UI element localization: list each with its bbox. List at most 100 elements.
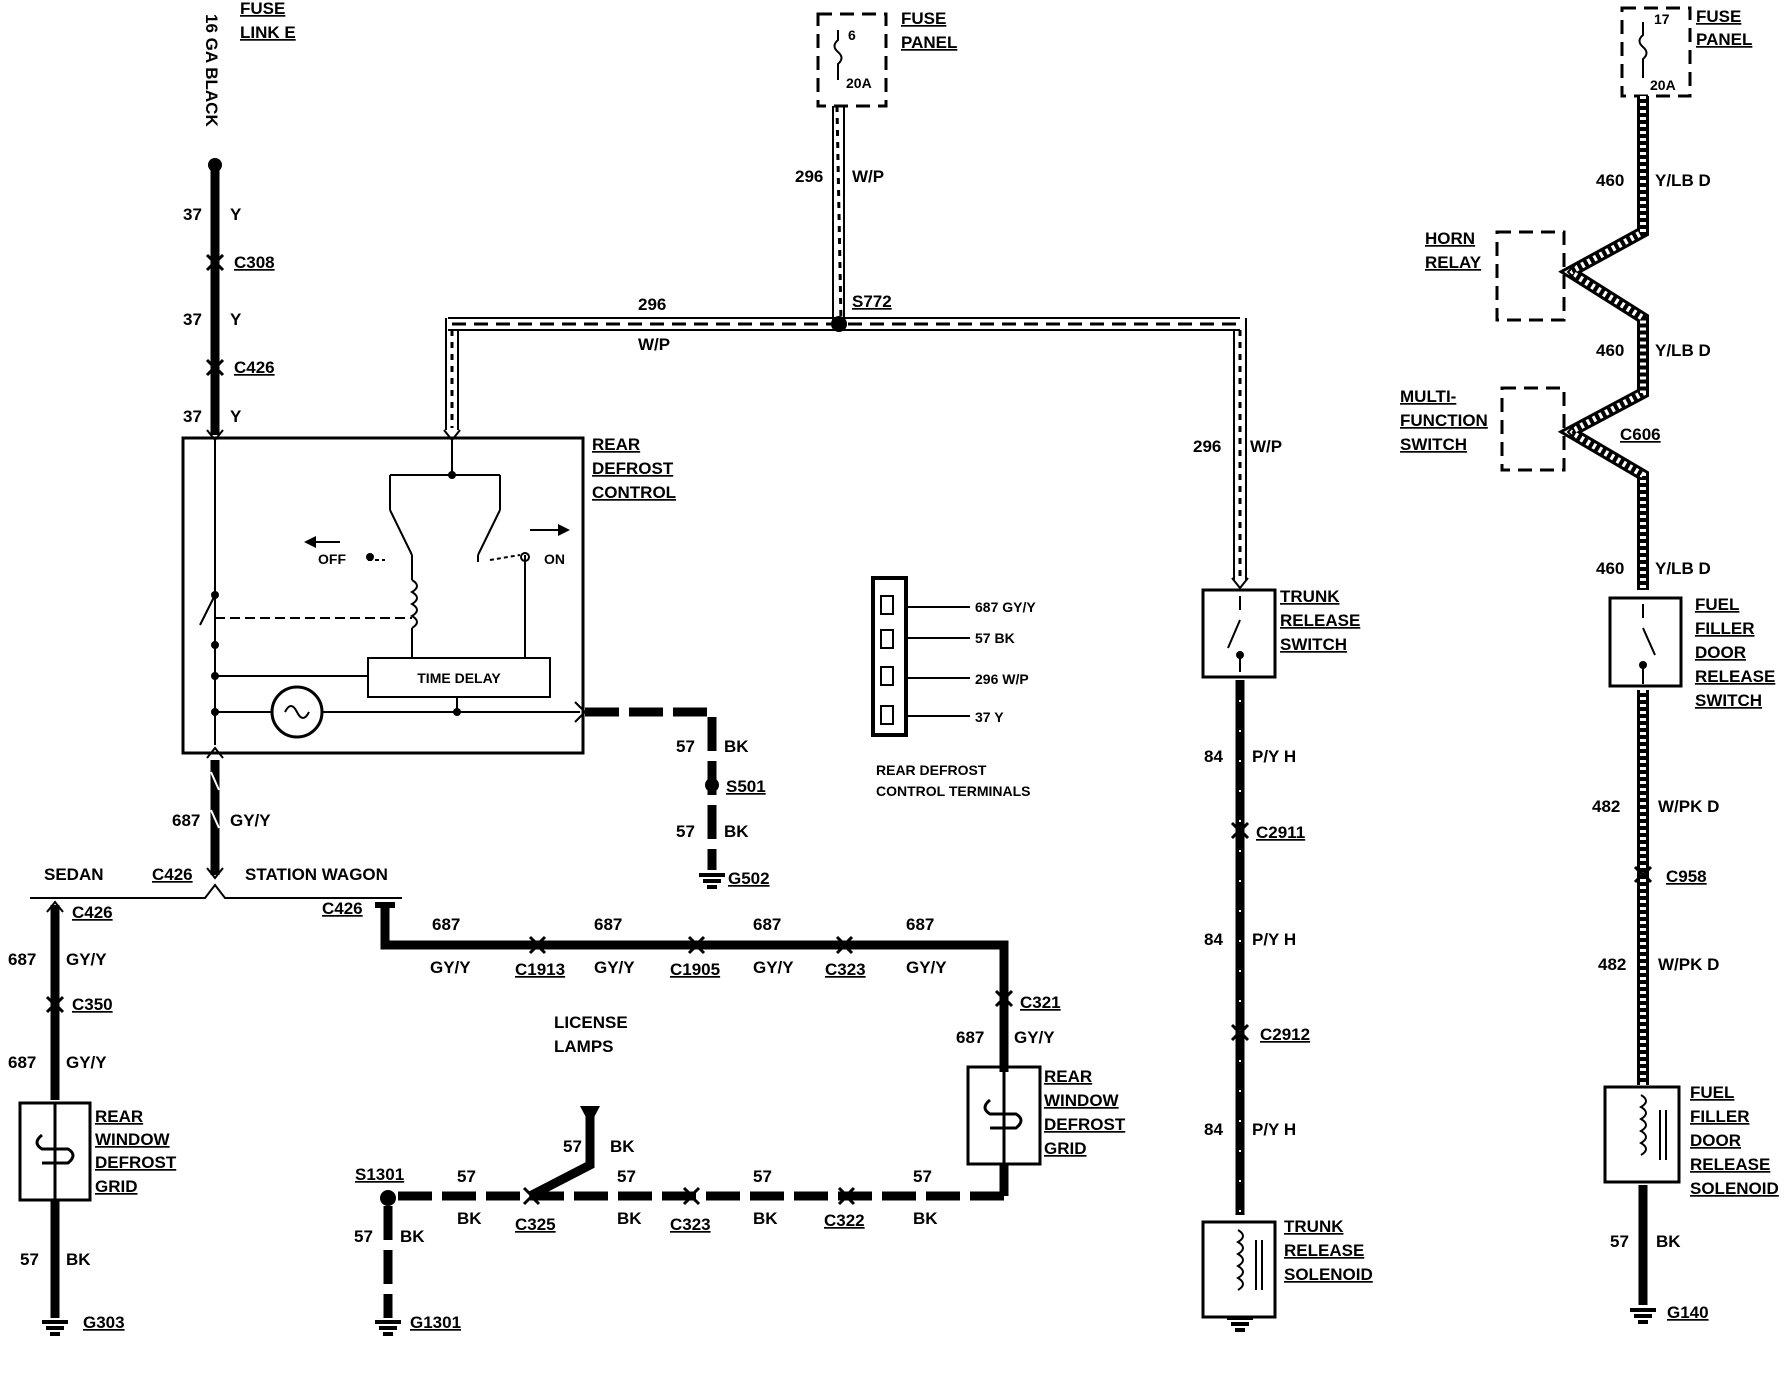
wagon-color-gyy-2: GY/Y xyxy=(594,958,635,977)
wagon-wire-57-ground: 57 xyxy=(354,1227,373,1246)
connector-c321-label: C321 xyxy=(1020,993,1061,1012)
wagon-wire-687-5: 687 xyxy=(956,1028,984,1047)
sedan-branch: C426 687 GY/Y C350 687 GY/Y REAR WINDOW … xyxy=(8,900,177,1336)
terminal-row-4: 37 Y xyxy=(975,709,1004,725)
trunk-switch-label-2: RELEASE xyxy=(1280,611,1360,630)
wagon-c426-label: C426 xyxy=(322,899,363,918)
fuel-wire-482-number-2: 482 xyxy=(1598,955,1626,974)
splice-s1301-dot xyxy=(380,1190,396,1206)
fuse-panel-6-label-2: PANEL xyxy=(901,33,957,52)
fuel-door-switch-box xyxy=(1608,596,1683,688)
circuit-296: 296 W/P S772 296 W/P 296 W/P xyxy=(445,105,1282,580)
fuel-switch-label-2: FILLER xyxy=(1695,619,1755,638)
flasher-icon xyxy=(270,685,324,739)
wire-57-number-g502-2: 57 xyxy=(676,822,695,841)
ground-g502-circuit: 57 BK S501 57 BK G502 xyxy=(585,707,770,889)
wire-687-number-main: 687 xyxy=(172,811,200,830)
multifunction-switch-box xyxy=(1500,386,1566,472)
connector-c426-split-label: C426 xyxy=(152,865,193,884)
trunk-switch-label-3: SWITCH xyxy=(1280,635,1347,654)
wagon-wire-687-3: 687 xyxy=(753,915,781,934)
fuel-solenoid-label-1: FUEL xyxy=(1690,1083,1734,1102)
harness-687: 687 GY/Y SEDAN C426 STATION WAGON xyxy=(30,760,402,899)
wagon-color-bk-lamp: BK xyxy=(610,1137,635,1156)
license-lamp-ground-icon xyxy=(580,1106,600,1125)
wagon-color-bk-3: BK xyxy=(753,1209,778,1228)
sedan-wire-687-color-2: GY/Y xyxy=(66,1053,107,1072)
rear-defrost-control-label-1: REAR xyxy=(592,435,640,454)
wagon-wire-687-2: 687 xyxy=(594,915,622,934)
wire-37-number-3: 37 xyxy=(183,407,202,426)
wire-57-color-g502-2: BK xyxy=(724,822,749,841)
sedan-c426-label: C426 xyxy=(72,903,113,922)
terminal-row-1: 687 GY/Y xyxy=(975,599,1036,615)
trunk-wire-84-number-2: 84 xyxy=(1204,930,1223,949)
control-internal-wiring xyxy=(199,440,580,745)
fuel-wire-57-color: BK xyxy=(1656,1232,1681,1251)
fuse-6-amps: 20A xyxy=(846,75,872,91)
wagon-grid-label-4: GRID xyxy=(1044,1139,1087,1158)
trunk-solenoid-ground-icon xyxy=(1225,1316,1255,1332)
fuel-wire-460-color-1: Y/LB D xyxy=(1655,171,1711,190)
wagon-color-bk-2: BK xyxy=(617,1209,642,1228)
fuse-17-icon xyxy=(1638,22,1648,78)
wire-296-color-top: W/P xyxy=(852,167,884,186)
trunk-wire-84-color-2: P/Y H xyxy=(1252,930,1296,949)
fuse-panel-6-box xyxy=(816,12,888,108)
connector-c606-label: C606 xyxy=(1620,425,1661,444)
fuse-6-number: 6 xyxy=(848,27,856,43)
wagon-color-gyy-4: GY/Y xyxy=(906,958,947,977)
ground-g140-icon xyxy=(1628,1308,1658,1324)
circuit-37-feed: FUSE LINK E 16 GA BLACK 37 Y C308 37 Y C… xyxy=(183,0,296,435)
terminal-row-2: 57 BK xyxy=(975,630,1015,646)
rear-defrost-control-label-3: CONTROL xyxy=(592,483,676,502)
trunk-solenoid-label-1: TRUNK xyxy=(1284,1217,1344,1236)
splice-s772-dot xyxy=(831,316,847,332)
rear-defrost-control-label-2: DEFROST xyxy=(592,459,674,478)
switch-off-label: OFF xyxy=(318,551,346,567)
fuse-6-icon xyxy=(833,30,843,80)
connector-c426-label: C426 xyxy=(234,358,275,377)
sedan-wire-57-number: 57 xyxy=(20,1250,39,1269)
wire-37-color-1: Y xyxy=(230,205,242,224)
fuse-link-label-2: LINK E xyxy=(240,23,296,42)
wire-296-number-right: 296 xyxy=(1193,437,1221,456)
trunk-release-switch-box xyxy=(1201,588,1277,679)
terminal-block xyxy=(871,576,908,737)
fuel-door-solenoid-box xyxy=(1603,1085,1681,1184)
trunk-wire-84-number-1: 84 xyxy=(1204,747,1223,766)
connector-c323-bottom-label: C323 xyxy=(670,1215,711,1234)
connector-c2912-label: C2912 xyxy=(1260,1025,1310,1044)
fuel-wire-57-number: 57 xyxy=(1610,1232,1629,1251)
connector-c322-label: C322 xyxy=(824,1211,865,1230)
wagon-wire-57-3: 57 xyxy=(753,1167,772,1186)
solenoid-coil-icon xyxy=(1236,1229,1244,1291)
fuel-wire-460-number-3: 460 xyxy=(1596,559,1624,578)
wagon-branch: C426 687 687 687 687 GY/Y C1913 GY/Y C19… xyxy=(322,899,1126,1336)
ground-g140-label: G140 xyxy=(1667,1303,1709,1322)
wagon-color-gyy-5: GY/Y xyxy=(1014,1028,1055,1047)
sedan-grid-label-2: WINDOW xyxy=(95,1130,171,1149)
fuse-panel-17-label-2: PANEL xyxy=(1696,30,1752,49)
splice-s1301-label: S1301 xyxy=(355,1165,404,1184)
trunk-switch-label-1: TRUNK xyxy=(1280,587,1340,606)
fuel-solenoid-label-5: SOLENOID xyxy=(1690,1179,1779,1198)
fuel-wire-460-color-3: Y/LB D xyxy=(1655,559,1711,578)
wagon-color-gyy-1: GY/Y xyxy=(430,958,471,977)
horn-relay-label-2: RELAY xyxy=(1425,253,1482,272)
wagon-color-gyy-3: GY/Y xyxy=(753,958,794,977)
time-delay-label: TIME DELAY xyxy=(417,670,501,686)
horn-relay-label-1: HORN xyxy=(1425,229,1475,248)
trunk-solenoid-label-3: SOLENOID xyxy=(1284,1265,1373,1284)
rear-defrost-control-box xyxy=(181,436,585,755)
time-delay-box xyxy=(367,657,551,698)
wagon-wire-57-1: 57 xyxy=(457,1167,476,1186)
license-lamps-label-1: LICENSE xyxy=(554,1013,628,1032)
wagon-color-bk-1: BK xyxy=(457,1209,482,1228)
sedan-grid-label-4: GRID xyxy=(95,1177,138,1196)
fuse-panel-6-label-1: FUSE xyxy=(901,9,946,28)
wire-37-color-3: Y xyxy=(230,407,242,426)
multifunction-label-1: MULTI- xyxy=(1400,387,1456,406)
fuel-switch-label-5: SWITCH xyxy=(1695,691,1762,710)
connector-c350-label: C350 xyxy=(72,995,113,1014)
